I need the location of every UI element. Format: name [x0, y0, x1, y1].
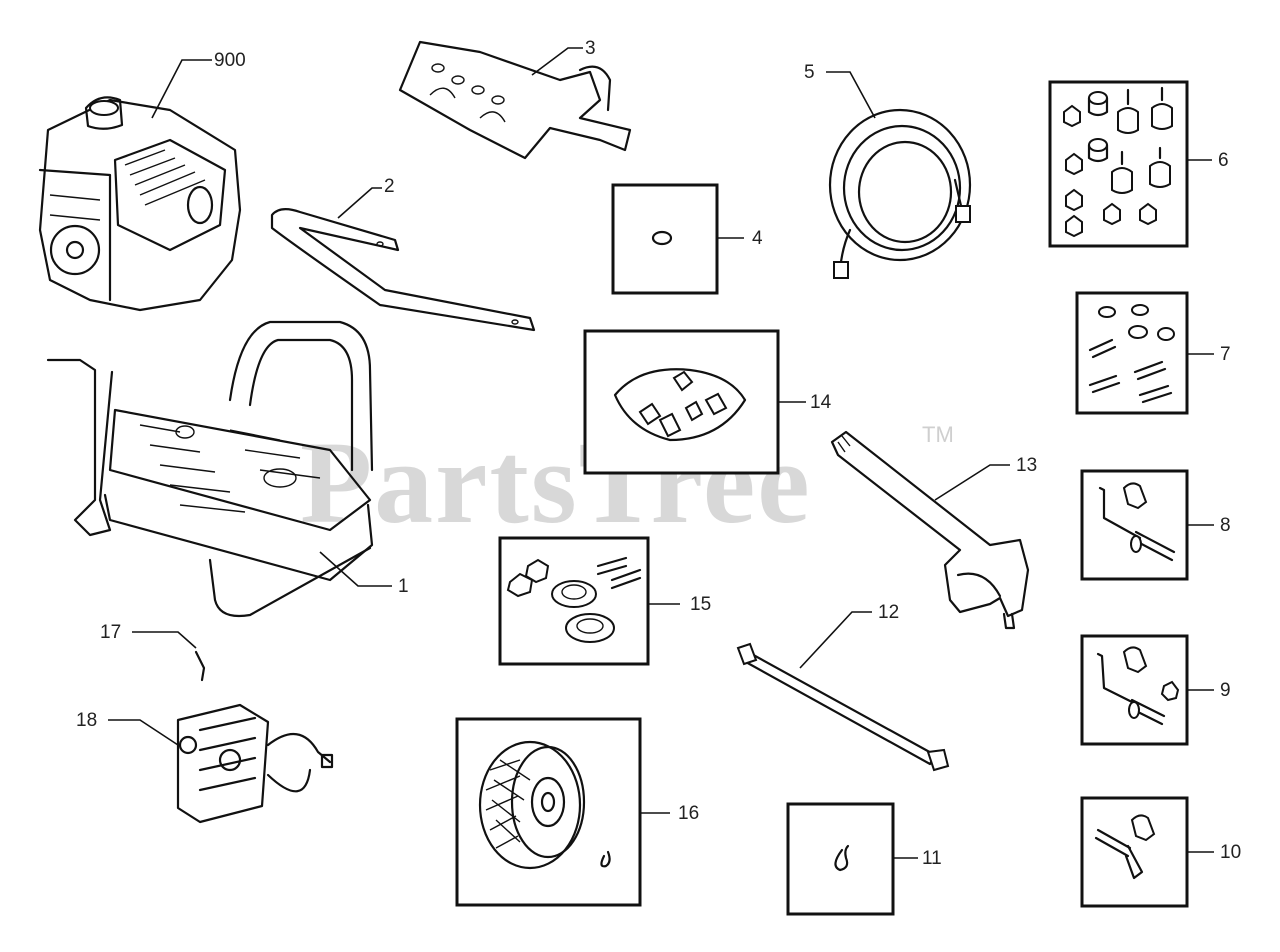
callout-8[interactable]: 8 — [1220, 515, 1231, 536]
part-engine[interactable] — [38, 96, 242, 312]
part-wheel-hardware-kit[interactable] — [506, 556, 642, 643]
callout-13[interactable]: 13 — [1016, 455, 1037, 476]
callout-15[interactable]: 15 — [690, 594, 711, 615]
callout-14[interactable]: 14 — [810, 392, 832, 413]
leader-18 — [108, 719, 179, 746]
leader-13 — [934, 464, 1010, 501]
part-clip[interactable] — [834, 844, 850, 872]
leader-17 — [132, 631, 197, 649]
leader-12 — [799, 611, 872, 669]
part-frame[interactable] — [46, 320, 374, 618]
callout-6[interactable]: 6 — [1218, 150, 1229, 171]
part-lance[interactable] — [736, 642, 950, 772]
callout-11[interactable]: 11 — [922, 848, 942, 869]
callout-12[interactable]: 12 — [878, 602, 899, 623]
callout-1[interactable]: 1 — [398, 576, 409, 597]
part-axle-kit-9[interactable] — [1096, 646, 1180, 726]
callout-3[interactable]: 3 — [585, 38, 596, 59]
box-cap-plug — [611, 183, 719, 295]
part-wheel[interactable] — [478, 740, 611, 870]
callout-16[interactable]: 16 — [678, 803, 699, 824]
part-handle[interactable] — [270, 208, 536, 332]
box-nozzle-kit — [583, 329, 780, 475]
callout-17[interactable]: 17 — [100, 622, 121, 643]
part-bumper-kit[interactable] — [1063, 86, 1173, 238]
part-cap-plug[interactable] — [651, 230, 673, 246]
callout-7[interactable]: 7 — [1220, 344, 1231, 365]
part-axle-kit-8[interactable] — [1098, 482, 1176, 562]
leader-5 — [826, 71, 876, 119]
part-hose[interactable] — [828, 108, 972, 279]
watermark-trademark: TM — [922, 422, 954, 447]
part-pump[interactable] — [176, 703, 334, 824]
part-17-fitting[interactable] — [194, 650, 206, 682]
box-axle-kit-10 — [1080, 796, 1189, 908]
leader-1 — [319, 551, 392, 587]
callout-10[interactable]: 10 — [1220, 842, 1241, 863]
part-washer-bolt-kit[interactable] — [1088, 304, 1175, 404]
part-spray-gun[interactable] — [830, 430, 1030, 630]
callout-2[interactable]: 2 — [384, 176, 395, 197]
callout-9[interactable]: 9 — [1220, 680, 1231, 701]
leader-2 — [337, 187, 382, 219]
callout-900[interactable]: 900 — [214, 50, 246, 71]
part-shroud[interactable] — [398, 40, 632, 160]
part-nozzle-kit[interactable] — [613, 368, 747, 442]
callout-4[interactable]: 4 — [752, 228, 763, 249]
part-axle-kit-10[interactable] — [1094, 814, 1156, 880]
leader-900 — [151, 59, 212, 119]
callout-5[interactable]: 5 — [804, 62, 815, 83]
callout-18[interactable]: 18 — [76, 710, 97, 731]
box-clip — [786, 802, 895, 916]
leader-3 — [531, 47, 583, 76]
